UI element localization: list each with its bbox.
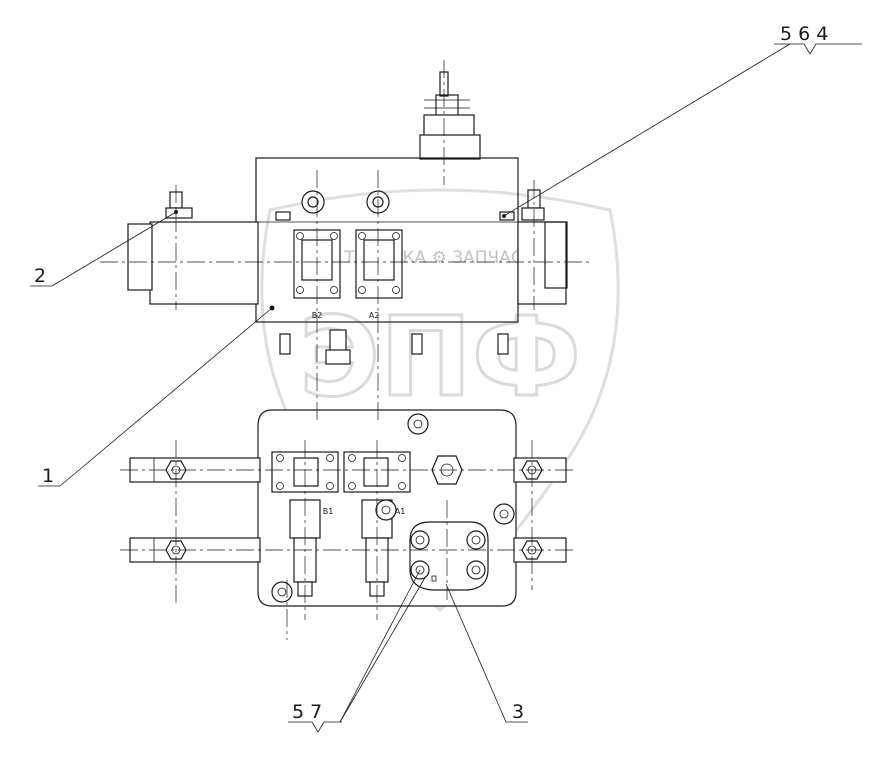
callouts: 5 6 4 2 1 5 7 3 bbox=[30, 23, 862, 733]
centre-lines bbox=[100, 60, 590, 640]
port-label-a2: A2 bbox=[369, 311, 380, 320]
upper-valve-block: B2 A2 bbox=[127, 71, 568, 365]
callout-5-6-4: 5 6 4 bbox=[780, 23, 828, 45]
port-label-a1: A1 bbox=[395, 507, 406, 516]
callout-1: 1 bbox=[42, 465, 54, 487]
port-label-b1: B1 bbox=[323, 507, 334, 516]
callout-2: 2 bbox=[34, 265, 46, 287]
callout-3: 3 bbox=[512, 701, 524, 723]
callout-5-7: 5 7 bbox=[292, 701, 322, 723]
lower-valve-block: B1 A1 bbox=[129, 409, 567, 607]
